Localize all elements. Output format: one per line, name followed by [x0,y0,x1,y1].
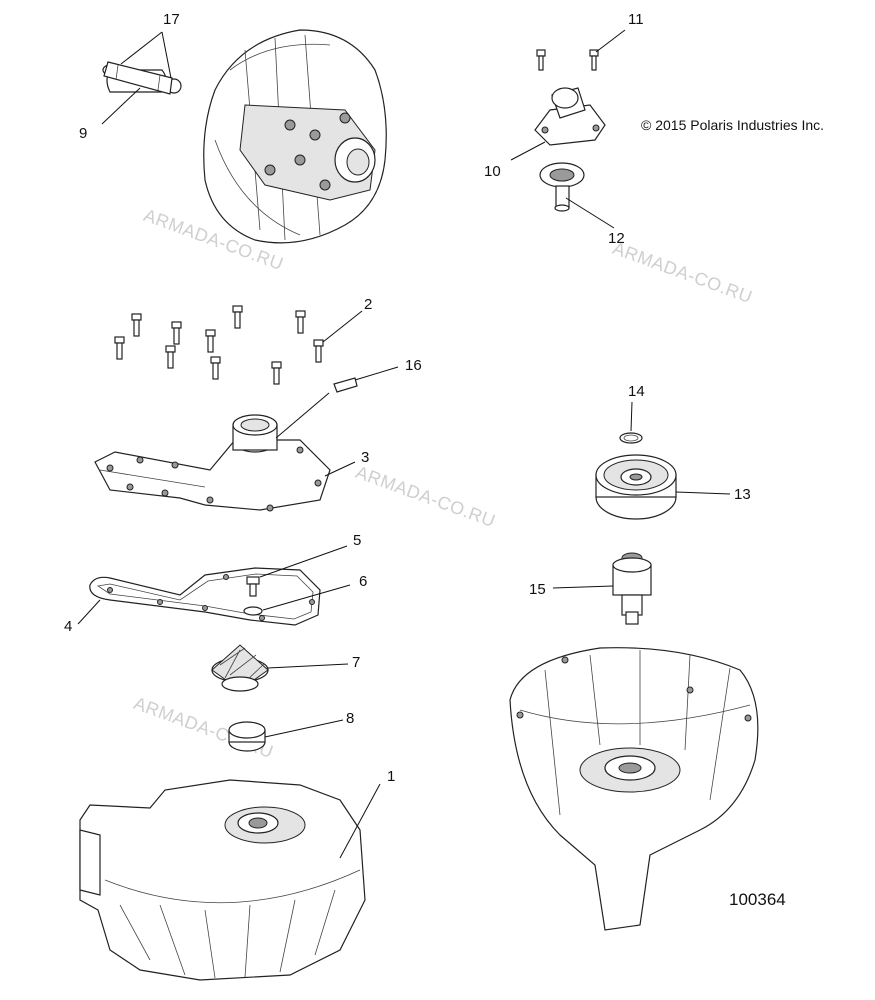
thermostat-bolts-part [536,49,599,71]
callout-12: 12 [608,230,625,247]
impeller-screw-part [246,576,260,597]
callout-2: 2 [364,296,373,313]
washer-part [243,606,263,616]
copyright-notice: © 2015 Polaris Industries Inc. [641,117,825,133]
callout-6: 6 [359,573,368,590]
o-ring-part [619,432,643,444]
diagram-number: 100364 [729,890,786,909]
thermostat-housing-part [534,87,606,146]
callout-10: 10 [484,163,501,180]
water-pump-cover-part [94,414,331,512]
cover-bolts-part [114,305,324,385]
callout-9: 9 [79,125,88,142]
callout-4: 4 [64,618,73,635]
impeller-part [211,644,269,692]
callout-15: 15 [529,581,546,598]
pump-shaft-part [612,552,652,625]
dowel-pin-part [333,377,358,393]
outer-housing-part [509,647,759,931]
water-pump-housing-part [79,779,366,981]
leader-lines [77,29,731,859]
crankcase-cover-part [203,29,387,244]
callout-8: 8 [346,710,355,727]
callout-1: 1 [387,768,396,785]
callout-14: 14 [628,383,645,400]
thermostat-part [539,162,585,212]
callout-5: 5 [353,532,362,549]
callout-17: 17 [163,11,180,28]
callout-7: 7 [352,654,361,671]
callout-13: 13 [734,486,751,503]
gasket-part [89,567,321,626]
callout-16: 16 [405,357,422,374]
bearing-part [595,454,677,520]
mechanical-seal-part [228,721,266,752]
water-tube-part [102,61,182,95]
callout-3: 3 [361,449,370,466]
callout-11: 11 [628,11,644,28]
